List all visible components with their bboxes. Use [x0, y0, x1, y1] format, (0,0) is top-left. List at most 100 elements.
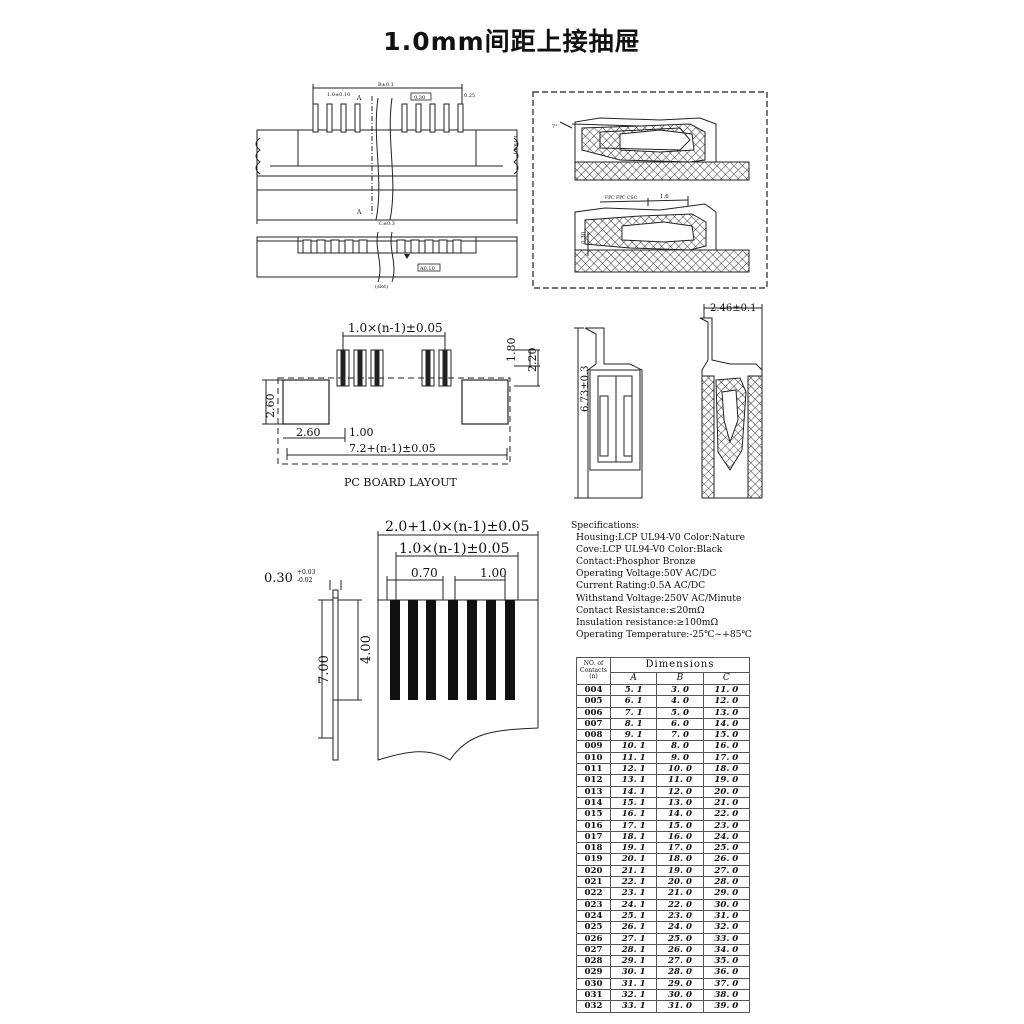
dim-c-cell: 34. 0	[702, 943, 751, 957]
dim-b-cell: 10. 0	[656, 763, 704, 776]
top-view-pins	[312, 103, 464, 133]
dim-a-cell: 27. 1	[609, 932, 658, 945]
dim-pin-label: 0.30	[414, 95, 425, 101]
dim-030-section-label: 0.30	[581, 231, 587, 244]
contacts-cell: 029	[576, 966, 611, 979]
fpc-cable	[377, 531, 539, 761]
spec-voltage: Operating Voltage:50V AC/DC	[576, 568, 717, 580]
contacts-cell: 011	[576, 763, 611, 776]
dim-a-cell: 18. 1	[609, 830, 658, 844]
spec-temperature: Operating Temperature:-25℃~+85℃	[576, 628, 752, 640]
dim-c-cell: 23. 0	[702, 819, 751, 832]
section-a-top: A	[356, 95, 362, 102]
dim-b-label: B±0.1	[378, 82, 394, 88]
section-a-bottom: A	[356, 209, 362, 216]
contacts-cell: 023	[576, 898, 611, 911]
dim-a-cell: 5. 1	[609, 683, 658, 697]
contacts-cell: 006	[576, 706, 611, 719]
dim-b-cell: 26. 0	[656, 943, 704, 957]
dim-c-cell: 33. 0	[702, 932, 751, 945]
dim-pitch-label: 1.0±0.10	[327, 92, 350, 98]
section-view-lower: FPC FPC CSC 1.6 0.30	[574, 194, 750, 273]
specifications: Specifications: Housing:LCP UL94-V0 Colo…	[571, 520, 831, 641]
fpc-dim-pitch: 1.0×(n-1)±0.05	[399, 541, 509, 557]
dim-b-cell: 15. 0	[656, 819, 704, 832]
contacts-header-line: (n)	[589, 673, 598, 681]
dim-b-cell: 24. 0	[656, 921, 704, 934]
dimensions-header: Dimensions	[610, 657, 750, 673]
contacts-cell: 020	[576, 864, 611, 878]
dim-a-cell: 9. 1	[609, 729, 658, 742]
dim-c-cell: 25. 0	[702, 842, 751, 855]
angle-label: 7°	[552, 124, 558, 130]
dim-b-cell: 22. 0	[656, 898, 704, 911]
dim-a-cell: 11. 1	[609, 751, 658, 765]
pcb-caption: PC BOARD LAYOUT	[344, 476, 458, 489]
contacts-cell: 031	[576, 989, 611, 1002]
dim-c-cell: 32. 0	[702, 921, 751, 934]
pcb-dim-180: 1.80	[505, 338, 518, 363]
dim-a-cell: 33. 1	[609, 1000, 658, 1013]
dim-a-cell: 15. 1	[609, 796, 658, 810]
dim-b-cell: 16. 0	[656, 830, 704, 844]
dim-a-cell: 30. 1	[609, 966, 658, 979]
dim-a-cell: 28. 1	[609, 943, 658, 957]
dim-c-cell: 35. 0	[702, 955, 751, 968]
dim-c-cell: 36. 0	[702, 966, 751, 979]
contacts-cell: 028	[576, 955, 611, 968]
column-header-a: A	[609, 672, 658, 685]
dim-a-cell: 8. 1	[609, 717, 658, 731]
pcb-dim-260-v: 2.60	[264, 394, 277, 419]
spec-current: Current Rating:0.5A AC/DC	[576, 580, 706, 592]
dim-a-cell: 22. 1	[609, 876, 658, 889]
contacts-cell: 032	[576, 1000, 611, 1013]
contacts-cell: 030	[576, 977, 611, 991]
dim-a-cell: 29. 1	[609, 955, 658, 968]
contacts-cell: 013	[576, 785, 611, 798]
contacts-cell: 025	[576, 921, 611, 934]
side-dim-width: 2.46±0.1	[710, 303, 757, 314]
dim-c-cell: 21. 0	[702, 796, 751, 810]
dim-a-cell: 14. 1	[609, 785, 658, 798]
dim-c-cell: 16. 0	[702, 740, 751, 753]
dim-a-cell: 26. 1	[609, 921, 658, 934]
contacts-header-line: NO. of	[583, 660, 604, 668]
dim-c-cell: 19. 0	[702, 774, 751, 787]
dim-a-cell: 7. 1	[609, 706, 658, 719]
contacts-header: NO. of Contacts (n)	[576, 657, 611, 685]
dim-a-cell: 25. 1	[609, 909, 658, 923]
fpc-dim-total: 2.0+1.0×(n-1)±0.05	[385, 519, 529, 535]
dim-a-cell: 17. 1	[609, 819, 658, 832]
contacts-cell: 005	[576, 695, 611, 708]
contacts-cell: 009	[576, 740, 611, 753]
dim-a-cell: 32. 1	[609, 989, 658, 1002]
spec-cover: Cove:LCP UL94-V0 Color:Black	[576, 544, 723, 556]
dim-b-cell: 18. 0	[656, 853, 704, 866]
dim-c-cell: 38. 0	[702, 989, 751, 1002]
pcb-dim-220: 2.20	[526, 348, 539, 373]
dim-b-cell: 12. 0	[656, 785, 704, 798]
contacts-cell: 026	[576, 932, 611, 945]
dim-b-cell: 3. 0	[656, 683, 704, 697]
dim-b-cell: 25. 0	[656, 932, 704, 945]
dim-a-cell: 24. 1	[609, 898, 658, 911]
pcb-dim-260-h: 2.60	[296, 426, 321, 439]
dim-b-cell: 27. 0	[656, 955, 704, 968]
fpc-dim-400: 4.00	[359, 635, 374, 664]
contacts-cell: 007	[576, 717, 611, 731]
